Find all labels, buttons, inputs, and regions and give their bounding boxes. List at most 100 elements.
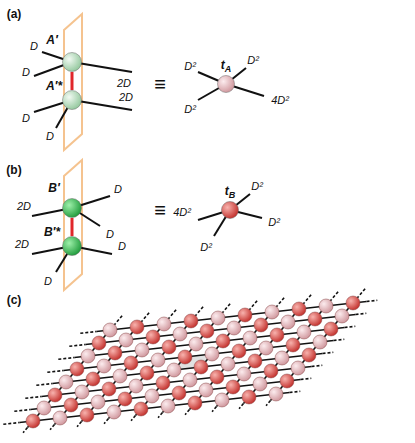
lattice-bond-end <box>80 332 96 334</box>
panel-label: (c) <box>7 294 22 306</box>
lattice-site <box>156 376 170 390</box>
lattice-site <box>162 340 176 354</box>
bond-dimension: 2D <box>15 239 29 250</box>
lattice-site <box>91 395 105 409</box>
lattice-bond-end <box>224 304 231 312</box>
lattice-site <box>189 337 203 351</box>
lattice-bond-end <box>305 295 312 303</box>
lattice-bond-end <box>290 391 301 392</box>
lattice-site <box>107 405 121 419</box>
tensor-sphere <box>63 53 82 72</box>
lattice-bond-end <box>104 419 108 424</box>
lattice-bond-end <box>58 358 74 360</box>
lattice-site <box>254 318 268 332</box>
lattice-bond-end <box>185 410 189 415</box>
tensor-sphere <box>63 237 82 256</box>
bond-line <box>71 72 74 90</box>
lattice-site <box>37 401 51 415</box>
lattice-site <box>291 361 305 375</box>
lattice-bond <box>244 300 332 404</box>
lattice-bond-end <box>143 313 150 321</box>
lattice-site <box>188 396 202 410</box>
lattice-bond-end <box>170 310 177 318</box>
lattice-site <box>184 314 198 328</box>
lattice-site <box>178 350 192 364</box>
tensor-name: tA <box>221 59 232 74</box>
lattice-bond <box>28 324 116 428</box>
lattice-site <box>26 414 40 428</box>
tensor-node: tB <box>221 201 239 219</box>
lattice-site <box>335 309 349 323</box>
bond-dimension: D <box>46 131 54 142</box>
lattice-site <box>221 357 235 371</box>
lattice-site <box>167 363 181 377</box>
tensor-name: B′* <box>44 226 60 238</box>
lattice-bond <box>136 312 224 416</box>
bond-dimension: 2D <box>17 201 31 212</box>
lattice-site <box>286 338 300 352</box>
lattice-bond-end <box>359 289 366 297</box>
lattice-site <box>103 323 117 337</box>
bond-dimension: D² <box>251 181 263 192</box>
lattice-site <box>280 374 294 388</box>
lattice-site <box>211 311 225 325</box>
lattice-site <box>124 356 138 370</box>
lattice-site <box>75 385 89 399</box>
lattice-bond-end <box>77 422 81 427</box>
tensor-sphere <box>222 202 239 219</box>
lattice-site <box>248 354 262 368</box>
lattice-bond <box>217 303 305 407</box>
lattice-site <box>64 398 78 412</box>
lattice-site <box>119 333 133 347</box>
bond-dimension: D <box>106 229 114 240</box>
lattice-site <box>270 328 284 342</box>
tensor-name: B′ <box>48 182 60 194</box>
lattice-bond-end <box>131 416 135 421</box>
bond-dimension: D <box>22 67 30 78</box>
lattice-site <box>242 390 256 404</box>
lattice-bond-end <box>266 401 270 406</box>
panel-label: (a) <box>7 8 22 20</box>
lattice-site <box>281 315 295 329</box>
lattice-site <box>302 348 316 362</box>
lattice-site <box>59 375 73 389</box>
lattice <box>3 289 377 433</box>
bond-dimension: D² <box>184 104 196 115</box>
lattice-bond-end <box>278 298 285 306</box>
bond-dimension: D <box>44 276 52 287</box>
lattice-bond-end <box>50 425 54 430</box>
lattice-bond-end <box>334 339 345 340</box>
lattice-site <box>118 392 132 406</box>
lattice-site <box>135 343 149 357</box>
lattice-bond-end <box>25 397 41 399</box>
equivalence-sign: ≡ <box>154 74 166 94</box>
lattice-site <box>157 317 171 331</box>
bond-dimension: D² <box>184 61 196 72</box>
lattice-site <box>324 322 338 336</box>
tensor-sphere <box>218 76 235 93</box>
cut-plane <box>64 160 82 290</box>
tensor-name: A′* <box>46 80 62 92</box>
tensor-name: tB <box>225 185 236 200</box>
lattice-site <box>146 330 160 344</box>
lattice-site <box>264 364 278 378</box>
lattice-site <box>205 347 219 361</box>
lattice-bond-end <box>23 428 27 433</box>
lattice-bond <box>109 315 197 419</box>
lattice-site <box>172 386 186 400</box>
lattice-bond-end <box>36 384 52 386</box>
lattice-site <box>238 308 252 322</box>
lattice-bond-end <box>312 365 323 366</box>
lattice-site <box>215 393 229 407</box>
lattice-site <box>319 299 333 313</box>
lattice-bond-end <box>239 404 243 409</box>
bond-dimension: 2D <box>119 92 133 103</box>
lattice-site <box>199 383 213 397</box>
lattice-site <box>161 399 175 413</box>
lattice-bond-end <box>251 301 258 309</box>
bond-dimension: D² <box>247 55 259 66</box>
bond-dimension: D <box>114 184 122 195</box>
lattice-site <box>102 382 116 396</box>
lattice-site <box>226 380 240 394</box>
lattice-bond-end <box>197 307 204 315</box>
